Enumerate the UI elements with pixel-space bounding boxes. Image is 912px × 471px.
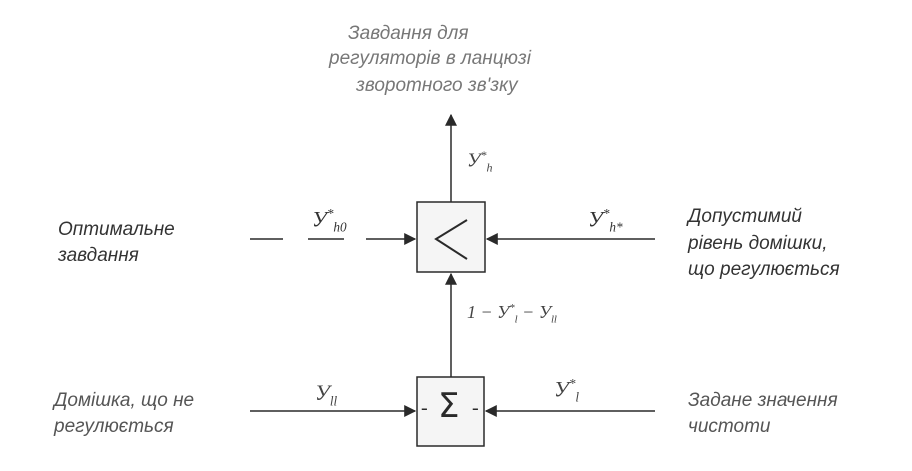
- selector-block: [416, 201, 486, 273]
- allowed-label-line-2: рівень домішки,: [688, 233, 828, 254]
- top-label-line-2: регуляторів в ланцюзі: [329, 48, 531, 69]
- top-label-line-3: зворотного зв'зку: [356, 75, 518, 96]
- allowed-label-line-3: що регулюється: [688, 259, 840, 280]
- top-label-line-1: Завдання для: [348, 23, 469, 44]
- sigma-icon: Σ: [438, 386, 460, 426]
- setpoint-symbol: У*l: [554, 376, 580, 405]
- allowed-label-line-1: Допустимий: [688, 206, 802, 227]
- impurity-label-line-2: регулюється: [54, 416, 174, 437]
- min-selector-icon: [434, 219, 468, 260]
- mid-symbol: 1 − У*l − Уll: [467, 302, 557, 326]
- impurity-label-line-1: Домішка, що не: [54, 390, 195, 411]
- setpoint-label-line-1: Задане значення: [688, 390, 838, 411]
- output-symbol: У*h: [467, 148, 493, 175]
- optimal-label-line-1: Оптимальне: [58, 219, 175, 240]
- setpoint-label-line-2: чистоти: [688, 416, 771, 437]
- allowed-symbol: У*h*: [588, 206, 623, 235]
- optimal-label-line-2: завдання: [58, 245, 139, 266]
- sum-block: [416, 376, 485, 447]
- impurity-symbol: Уll: [315, 380, 338, 409]
- sum-right-sign: -: [472, 397, 479, 419]
- sum-left-sign: -: [421, 397, 428, 419]
- optimal-symbol: У*h0: [312, 206, 347, 235]
